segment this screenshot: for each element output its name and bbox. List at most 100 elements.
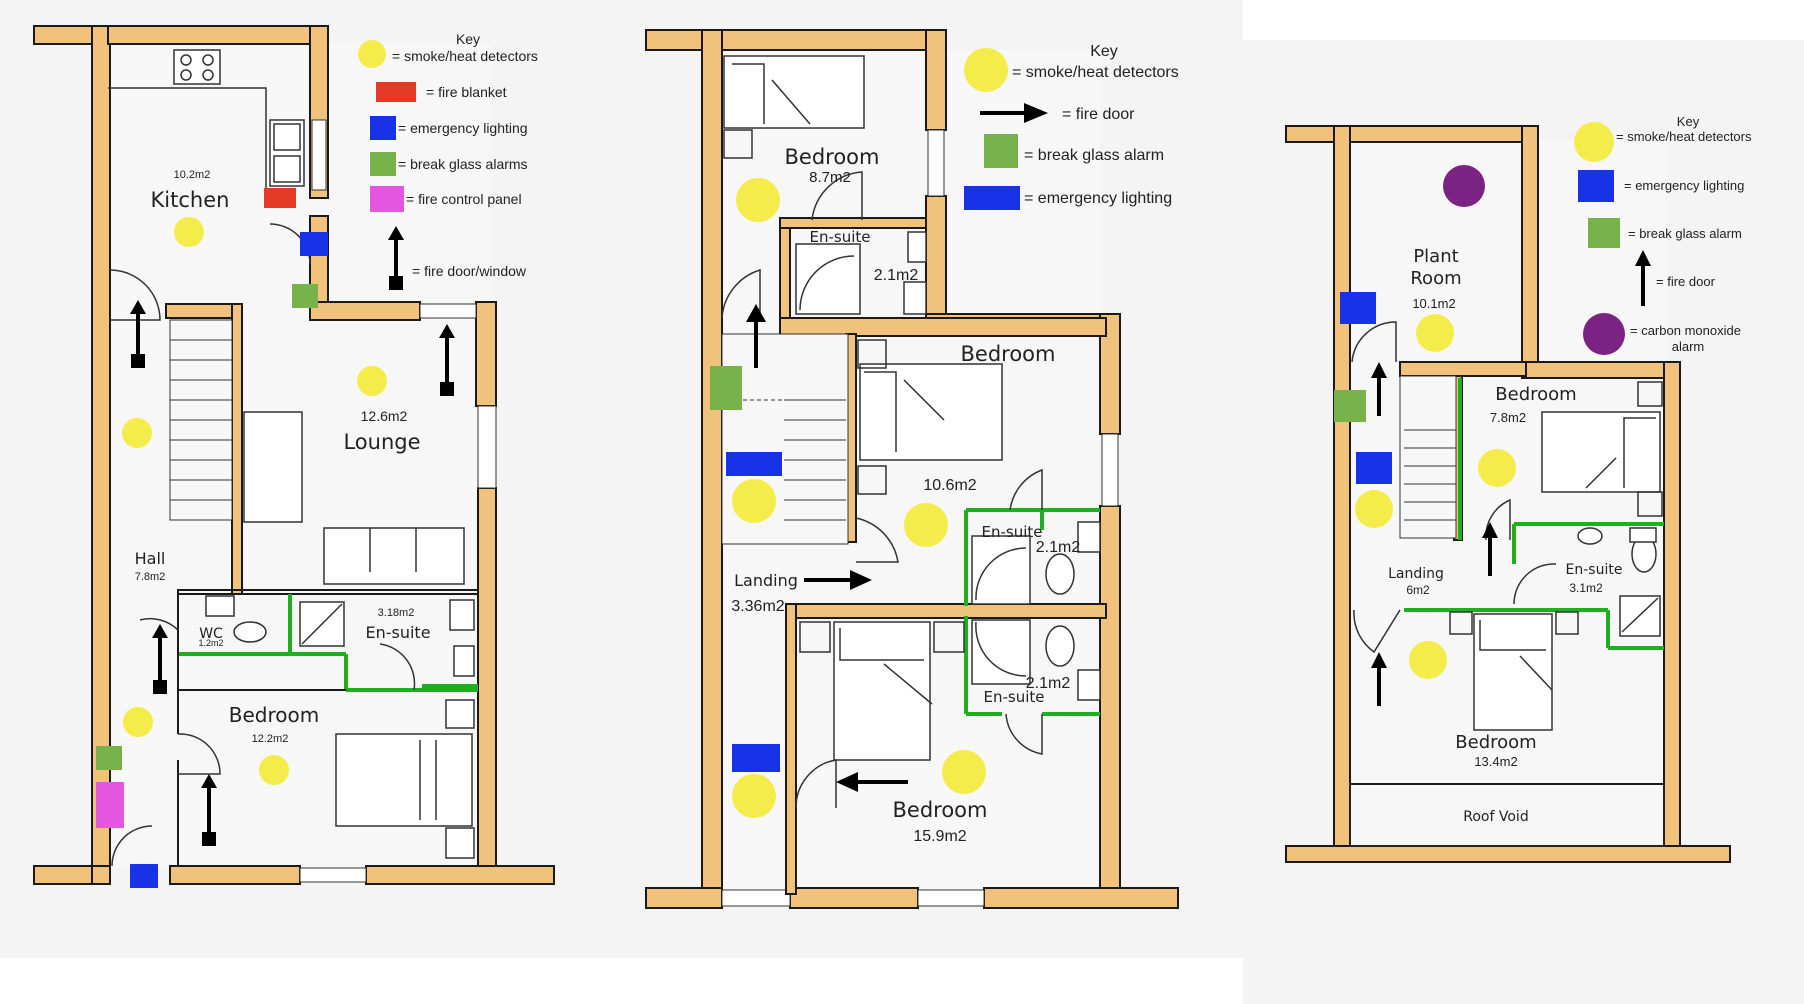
legend-item-door: = fire door bbox=[1656, 274, 1716, 289]
smoke-detector-icon bbox=[1355, 490, 1393, 528]
plan-first-floor: Bedroom 8.7m2 En-suite 2.1m2 Bedroom 10.… bbox=[645, 29, 1179, 909]
fire-door-arrow-icon bbox=[439, 324, 455, 396]
room-label-ensuite-2: En-suite bbox=[982, 523, 1043, 541]
emergency-light-icon bbox=[130, 864, 158, 888]
legend-item-blanket: = fire blanket bbox=[426, 84, 507, 100]
smoke-detector-icon bbox=[122, 418, 152, 448]
room-area-bedroom-2: 10.6m2 bbox=[923, 477, 976, 494]
smoke-detector-icon bbox=[1478, 449, 1516, 487]
smoke-detector-icon bbox=[736, 178, 780, 222]
room-label-bedroom: Bedroom bbox=[229, 703, 319, 727]
wall bbox=[365, 865, 555, 885]
legend-title: Key bbox=[1677, 114, 1700, 129]
legend-item-emergency: = emergency lighting bbox=[398, 120, 528, 136]
fire-door-arrow-icon bbox=[152, 624, 168, 694]
room-area-bedroom: 12.2m2 bbox=[252, 733, 289, 745]
room-label-landing: Landing bbox=[734, 571, 798, 590]
room-area-wc: 1.2m2 bbox=[198, 638, 223, 648]
room-area-ensuite-1: 2.1m2 bbox=[874, 267, 919, 284]
room-area-landing: 3.36m2 bbox=[731, 598, 784, 615]
room-label-landing: Landing bbox=[1388, 566, 1444, 582]
room-label-ensuite: En-suite bbox=[365, 623, 430, 642]
emergency-light-icon bbox=[300, 232, 328, 256]
legend-item-co-line2: alarm bbox=[1672, 339, 1705, 354]
smoke-detector-icon bbox=[123, 707, 153, 737]
smoke-detector-icon bbox=[1416, 314, 1454, 352]
room-area-bedroom-1: 8.7m2 bbox=[809, 169, 851, 186]
smoke-detector-icon bbox=[904, 503, 948, 547]
room-area-bedroom-3: 15.9m2 bbox=[913, 828, 966, 845]
carbon-monoxide-alarm-icon bbox=[1443, 165, 1485, 207]
room-label-bedroom-1: Bedroom bbox=[785, 145, 880, 169]
plan-second-floor: Plant Room 10.1m2 Bedroom 7.8m2 Landing … bbox=[1285, 125, 1731, 863]
legend-item-smoke: = smoke/heat detectors bbox=[1012, 64, 1179, 81]
emergency-light-icon bbox=[1340, 292, 1376, 324]
legend-item-smoke: = smoke/heat detectors bbox=[392, 48, 538, 64]
fire-door-arrow-icon bbox=[1371, 652, 1387, 706]
smoke-detector-icon bbox=[174, 217, 204, 247]
legend-item-co: = carbon monoxide bbox=[1630, 323, 1741, 338]
legend-item-emergency: = emergency lighting bbox=[1024, 190, 1172, 207]
fire-door-arrow-icon bbox=[201, 774, 217, 846]
room-label-roof-void: Roof Void bbox=[1463, 809, 1528, 825]
legend-item-glass: = break glass alarms bbox=[398, 156, 528, 172]
legend-item-panel: = fire control panel bbox=[406, 191, 522, 207]
room-label-plant-line2: Room bbox=[1410, 268, 1461, 289]
room-label-bedroom-2: Bedroom bbox=[1455, 732, 1536, 753]
room-label-plant-line1: Plant bbox=[1413, 246, 1458, 267]
fire-control-panel-icon bbox=[96, 782, 124, 828]
room-area-kitchen: 10.2m2 bbox=[174, 169, 211, 181]
break-glass-icon bbox=[292, 284, 318, 308]
fire-door-arrow-icon bbox=[836, 772, 908, 792]
wall bbox=[475, 301, 497, 407]
wall bbox=[107, 25, 329, 45]
room-label-ensuite: En-suite bbox=[1566, 562, 1623, 578]
fire-door-arrow-icon bbox=[1482, 522, 1498, 576]
room-area-ensuite: 3.1m2 bbox=[1569, 581, 1603, 595]
wall bbox=[33, 25, 95, 45]
room-area-bedroom-1: 7.8m2 bbox=[1490, 410, 1526, 425]
fire-blanket-icon bbox=[264, 188, 296, 208]
room-label-lounge: Lounge bbox=[343, 430, 420, 454]
room-label-bedroom-3: Bedroom bbox=[893, 798, 988, 822]
legend-item-door: = fire door/window bbox=[412, 263, 527, 279]
room-area-plant: 10.1m2 bbox=[1412, 296, 1455, 311]
fire-door-arrow-icon bbox=[746, 304, 766, 368]
room-area-ensuite-3: 2.1m2 bbox=[1026, 675, 1071, 692]
wall bbox=[33, 865, 95, 885]
emergency-light-icon bbox=[1356, 452, 1392, 484]
wall bbox=[169, 865, 301, 885]
legend-item-emergency: = emergency lighting bbox=[1624, 178, 1744, 193]
fire-door-arrow-icon bbox=[130, 300, 146, 368]
fire-door-arrow-icon bbox=[1371, 362, 1387, 416]
room-area-hall: 7.8m2 bbox=[135, 571, 166, 583]
emergency-light-icon bbox=[732, 744, 780, 772]
smoke-detector-icon bbox=[357, 366, 387, 396]
room-label-ensuite-3: En-suite bbox=[984, 688, 1045, 706]
room-label-wc: WC bbox=[199, 626, 223, 642]
legend-item-smoke: = smoke/heat detectors bbox=[1616, 129, 1752, 144]
legend-item-glass: = break glass alarm bbox=[1628, 226, 1742, 241]
emergency-light-icon bbox=[726, 452, 782, 476]
smoke-detector-icon bbox=[942, 750, 986, 794]
smoke-detector-icon bbox=[259, 755, 289, 785]
legend-title: Key bbox=[456, 31, 480, 47]
smoke-detector-icon bbox=[1409, 641, 1447, 679]
room-label-bedroom-1: Bedroom bbox=[1495, 384, 1576, 405]
legend-item-glass: = break glass alarm bbox=[1024, 147, 1164, 164]
plan-ground-floor: 10.2m2 Kitchen 12.6m2 Lounge Hall 7.8m2 … bbox=[33, 25, 555, 888]
break-glass-icon bbox=[96, 746, 122, 770]
legend-first-floor: Key = smoke/heat detectors = fire door =… bbox=[964, 43, 1179, 210]
fire-door-arrow-icon bbox=[804, 570, 872, 590]
wall bbox=[91, 865, 111, 885]
room-area-ensuite-2: 2.1m2 bbox=[1036, 539, 1081, 556]
legend-title: Key bbox=[1090, 43, 1118, 60]
room-area-lounge: 12.6m2 bbox=[361, 408, 408, 424]
room-label-bedroom-2: Bedroom bbox=[961, 342, 1056, 366]
room-area-bedroom-2: 13.4m2 bbox=[1474, 754, 1517, 769]
room-area-landing: 6m2 bbox=[1406, 583, 1430, 597]
room-label-kitchen: Kitchen bbox=[151, 188, 230, 212]
legend-ground-floor: Key = smoke/heat detectors = fire blanke… bbox=[358, 31, 538, 290]
wall bbox=[91, 25, 111, 869]
